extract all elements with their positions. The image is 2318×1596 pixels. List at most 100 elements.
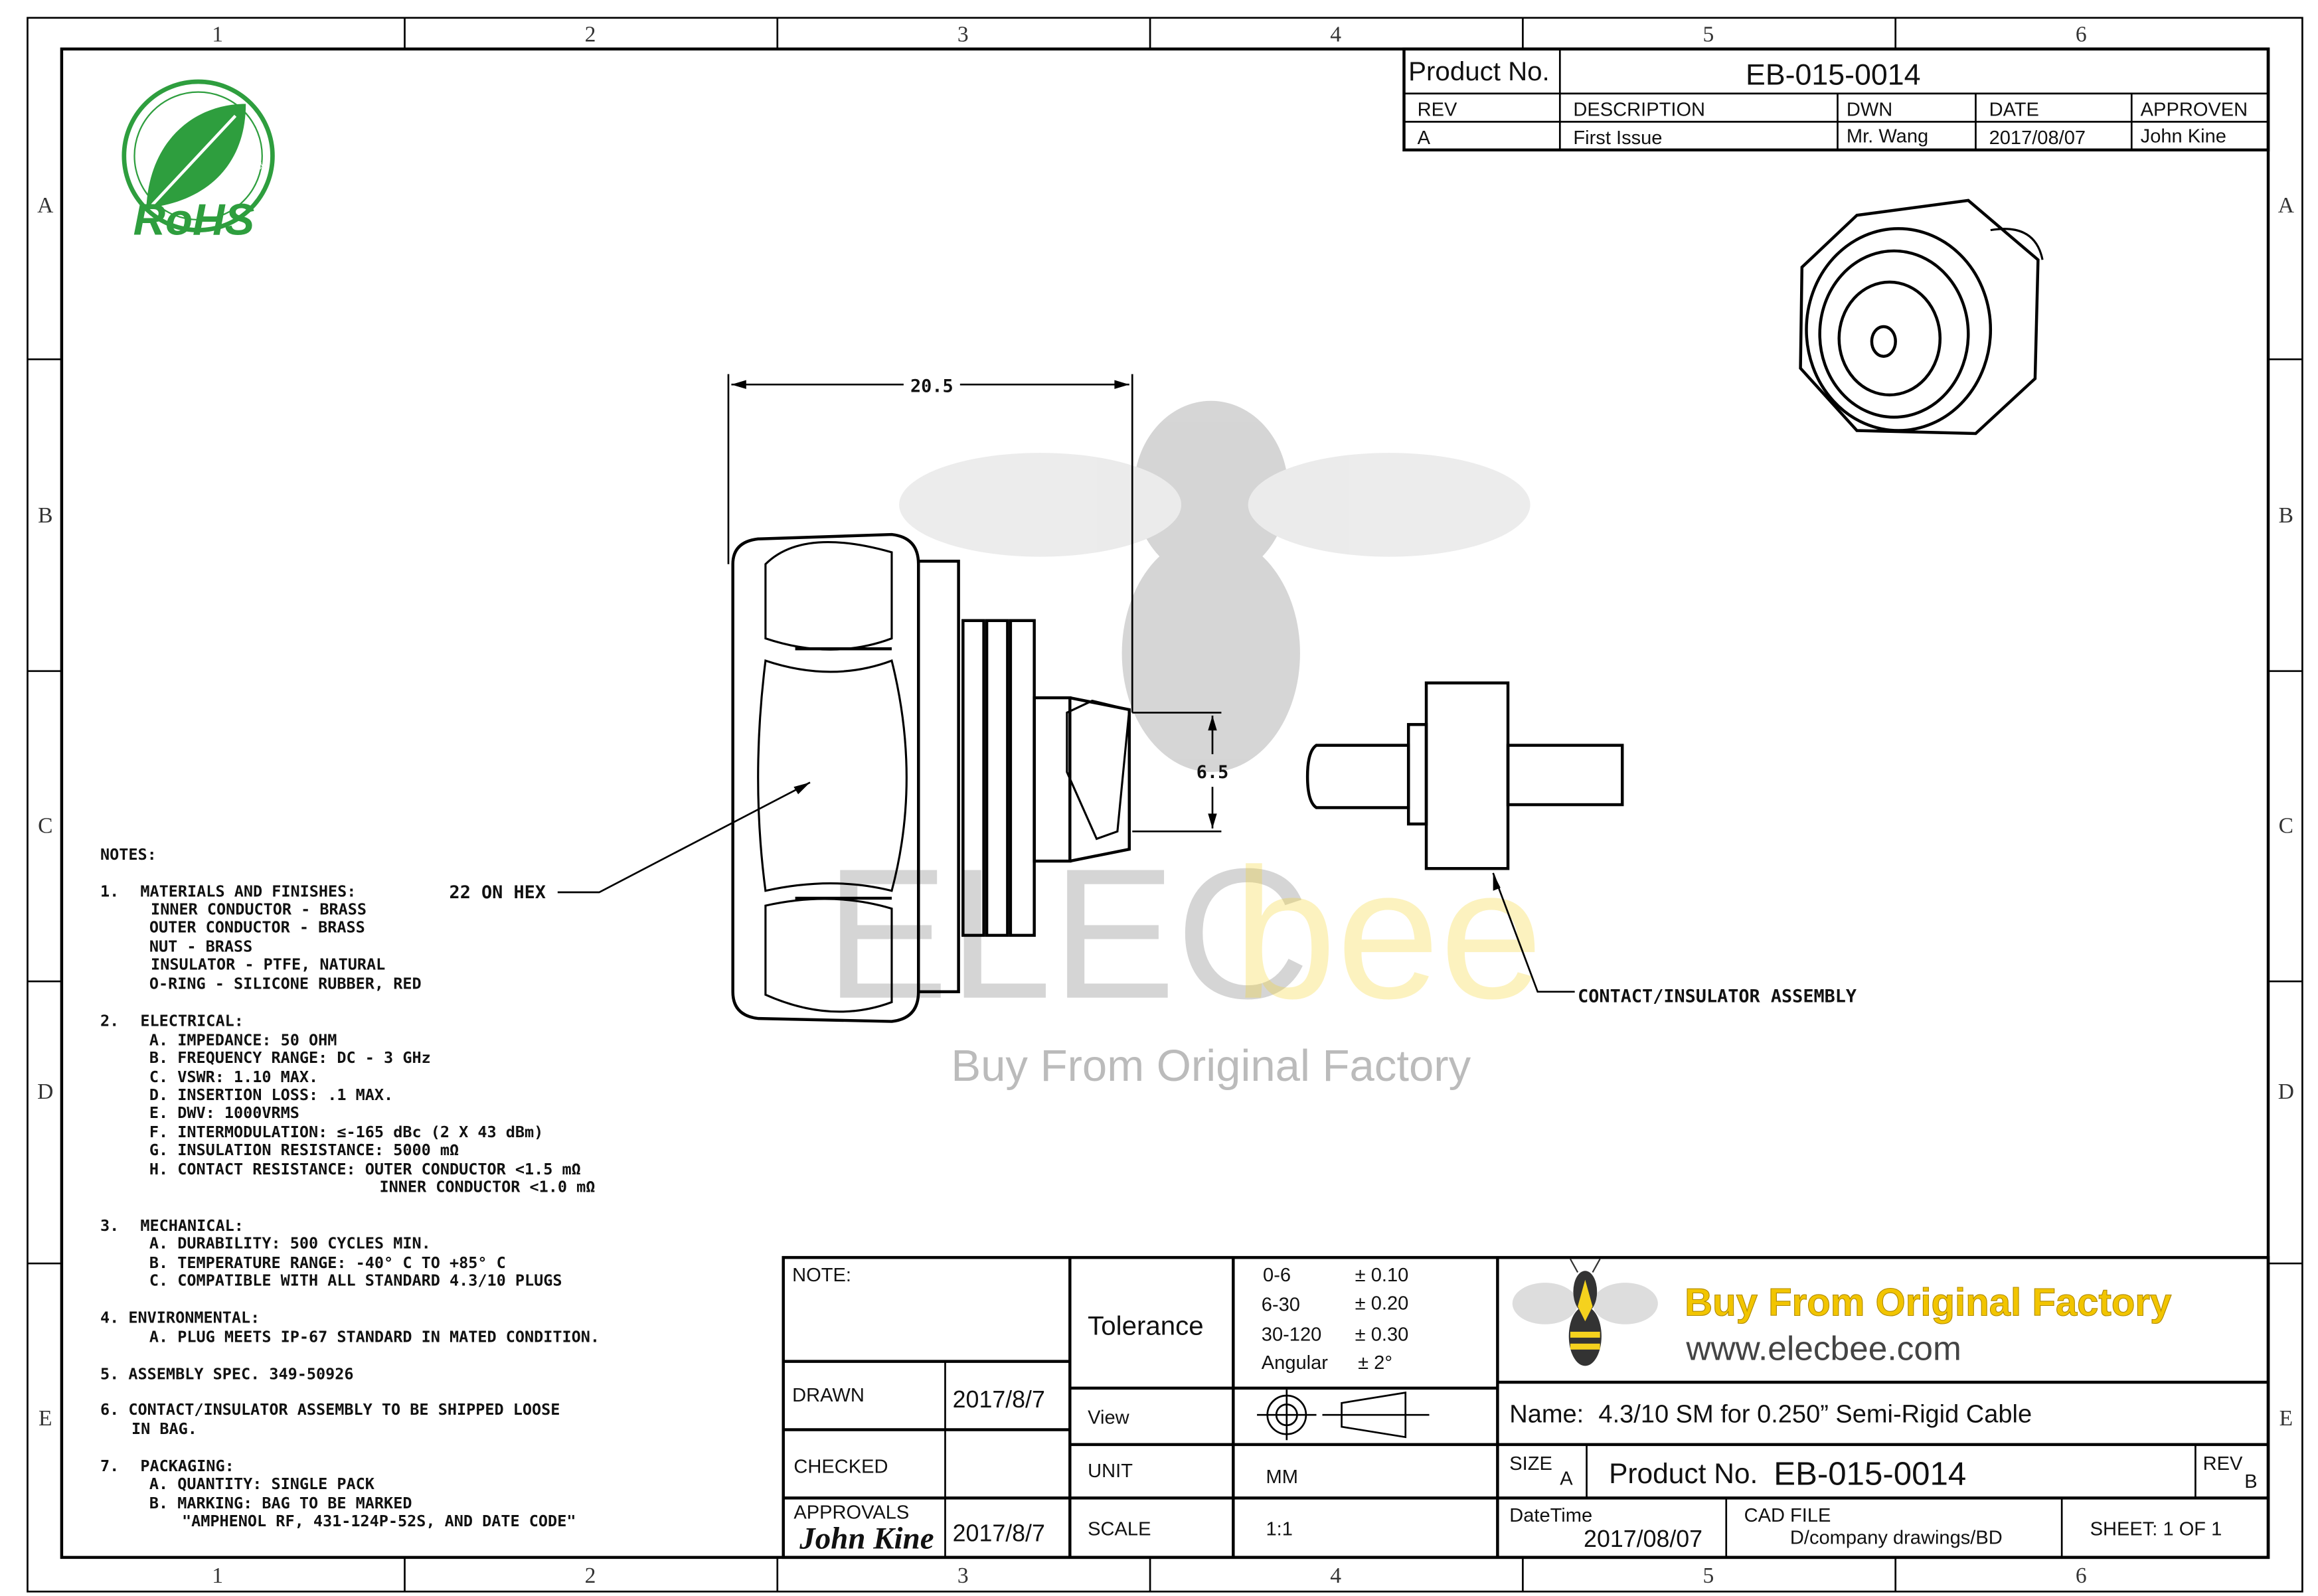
svg-text:7.: 7. bbox=[100, 1457, 119, 1475]
revision-table: Product No. EB-015-0014 REV DESCRIPTION … bbox=[1402, 47, 2270, 152]
svg-text:F. INTERMODULATION: ≤-165 dBc: F. INTERMODULATION: ≤-165 dBc (2 X 43 dB… bbox=[149, 1123, 543, 1141]
svg-text:PACKAGING:: PACKAGING: bbox=[140, 1457, 234, 1475]
svg-text:H. CONTACT RESISTANCE: OUTER C: H. CONTACT RESISTANCE: OUTER CONDUCTOR <… bbox=[149, 1160, 581, 1178]
rev-header: REV bbox=[1418, 99, 1457, 120]
svg-text:B. TEMPERATURE RANGE: -40° C: B. TEMPERATURE RANGE: -40° C TO +85° C bbox=[149, 1253, 506, 1272]
assembly-label: CONTACT/INSULATOR ASSEMBLY bbox=[1578, 986, 1857, 1006]
watermark-bee: bee bbox=[1233, 831, 1542, 1038]
description-header: DESCRIPTION bbox=[1573, 99, 1705, 120]
svg-text:G. INSULATION RESISTANCE: 5000: G. INSULATION RESISTANCE: 5000 mΩ bbox=[149, 1141, 459, 1159]
drawn-label: DRAWN bbox=[792, 1385, 865, 1406]
zone-col-3-bottom: 3 bbox=[957, 1563, 969, 1588]
rohs-logo: RoHS Green product bbox=[122, 79, 275, 244]
dimension-diameter: 6.5 bbox=[1197, 762, 1228, 783]
zone-row-d-right: D bbox=[2278, 1079, 2294, 1104]
zone-row-c-right: C bbox=[2279, 814, 2293, 838]
svg-text:2.: 2. bbox=[100, 1011, 119, 1030]
scale-value: 1:1 bbox=[1266, 1518, 1293, 1540]
svg-text:MATERIALS AND FINISHES:: MATERIALS AND FINISHES: bbox=[140, 882, 356, 901]
contact-insulator-assembly bbox=[1305, 681, 1624, 993]
rev-value: A bbox=[1418, 127, 1431, 149]
svg-text:NUT - BRASS: NUT - BRASS bbox=[149, 937, 252, 955]
unit-label: UNIT bbox=[1088, 1461, 1133, 1482]
svg-text:4. ENVIRONMENTAL:: 4. ENVIRONMENTAL: bbox=[100, 1309, 260, 1327]
zone-row-a-right: A bbox=[2278, 193, 2294, 218]
zone-col-5-bottom: 5 bbox=[1703, 1563, 1714, 1588]
tolerance-value: ± 0.20 bbox=[1355, 1293, 1409, 1314]
svg-text:O-RING - SILICONE RUBBER, RED: O-RING - SILICONE RUBBER, RED bbox=[149, 974, 422, 993]
svg-text:1.: 1. bbox=[100, 882, 119, 901]
sheet-info: SHEET: 1 OF 1 bbox=[2090, 1518, 2222, 1540]
approvals-label: APPROVALS bbox=[793, 1502, 909, 1524]
size-label: SIZE bbox=[1509, 1453, 1552, 1475]
svg-text:3.: 3. bbox=[100, 1216, 119, 1235]
tolerance-range: 0-6 bbox=[1263, 1265, 1291, 1286]
zone-col-4-bottom: 4 bbox=[1330, 1563, 1341, 1588]
tolerance-value: ± 0.30 bbox=[1355, 1324, 1409, 1345]
size-value: A bbox=[1560, 1468, 1573, 1489]
zone-col-1-bottom: 1 bbox=[212, 1563, 223, 1588]
svg-text:A. QUANTITY: SINGLE PACK: A. QUANTITY: SINGLE PACK bbox=[149, 1475, 375, 1493]
date-header: DATE bbox=[1989, 99, 2039, 120]
svg-text:B. FREQUENCY RANGE: DC - 3 GH: B. FREQUENCY RANGE: DC - 3 GHz bbox=[149, 1048, 431, 1067]
svg-text:A. PLUG MEETS IP-67 STANDARD I: A. PLUG MEETS IP-67 STANDARD IN MATED CO… bbox=[149, 1328, 600, 1346]
cad-file-label: CAD FILE bbox=[1744, 1505, 1831, 1526]
product-no-value: EB-015-0014 bbox=[1746, 58, 1921, 91]
zone-row-e: E bbox=[39, 1406, 52, 1431]
svg-text:MECHANICAL:: MECHANICAL: bbox=[140, 1216, 243, 1235]
svg-text:ELECTRICAL:: ELECTRICAL: bbox=[140, 1011, 243, 1030]
svg-text:E. DWV: 1000VRMS: E. DWV: 1000VRMS bbox=[149, 1103, 299, 1122]
zone-row-b-right: B bbox=[2279, 503, 2293, 528]
svg-text:RoHS: RoHS bbox=[133, 195, 255, 244]
svg-text:NOTES:: NOTES: bbox=[100, 845, 157, 864]
connector-side-view bbox=[557, 374, 1222, 1023]
svg-text:INNER CONDUCTOR - BRASS: INNER CONDUCTOR - BRASS bbox=[151, 900, 367, 919]
svg-text:IN BAG.: IN BAG. bbox=[131, 1419, 197, 1438]
date-value: 2017/08/07 bbox=[1989, 127, 2086, 149]
brand-url: www.elecbee.com bbox=[1685, 1328, 1961, 1367]
brand-tagline: Buy From Original Factory bbox=[1685, 1281, 2172, 1324]
svg-text:5. ASSEMBLY SPEC. 349-50926: 5. ASSEMBLY SPEC. 349-50926 bbox=[100, 1365, 354, 1384]
watermark: ELEC bbox=[825, 400, 1531, 1038]
approvals-date: 2017/8/7 bbox=[953, 1520, 1045, 1546]
tolerance-value: ± 0.10 bbox=[1355, 1265, 1409, 1286]
tolerance-range: 6-30 bbox=[1262, 1295, 1300, 1316]
datetime-label: DateTime bbox=[1509, 1505, 1592, 1526]
bee-logo-icon bbox=[1512, 1258, 1658, 1366]
dwn-header: DWN bbox=[1847, 99, 1892, 120]
drawn-date: 2017/8/7 bbox=[953, 1386, 1045, 1413]
checked-label: CHECKED bbox=[793, 1456, 888, 1477]
zone-row-a: A bbox=[37, 193, 53, 218]
approven-header: APPROVEN bbox=[2141, 99, 2248, 120]
svg-text:C. VSWR: 1.10 MAX.: C. VSWR: 1.10 MAX. bbox=[149, 1068, 318, 1086]
description-value: First Issue bbox=[1573, 127, 1662, 149]
zone-row-b: B bbox=[38, 503, 52, 528]
zone-col-2: 2 bbox=[585, 23, 596, 47]
product-no-label: Product No. bbox=[1408, 56, 1550, 86]
svg-text:B. MARKING: BAG TO BE MARKED: B. MARKING: BAG TO BE MARKED bbox=[149, 1494, 412, 1512]
rev-value-bottom: B bbox=[2244, 1471, 2257, 1492]
tolerance-range: 30-120 bbox=[1262, 1324, 1322, 1345]
svg-text:OUTER CONDUCTOR - BRASS: OUTER CONDUCTOR - BRASS bbox=[149, 918, 365, 936]
zone-col-3: 3 bbox=[957, 23, 969, 47]
notes: NOTES: 1. MATERIALS AND FINISHES: INNER C… bbox=[100, 845, 600, 1530]
zone-col-4: 4 bbox=[1330, 23, 1341, 47]
cad-file-value: D/company drawings/BD bbox=[1790, 1528, 2003, 1549]
hex-label: 22 ON HEX bbox=[450, 882, 546, 903]
svg-text:A. IMPEDANCE: 50 OHM: A. IMPEDANCE: 50 OHM bbox=[149, 1030, 337, 1049]
title-block: NOTE: DRAWN 2017/8/7 CHECKED APPROVALS J… bbox=[782, 1255, 2270, 1559]
product-no-label-bottom: Product No. bbox=[1609, 1459, 1758, 1490]
zone-col-6: 6 bbox=[2076, 23, 2087, 47]
approven-value: John Kine bbox=[2141, 126, 2226, 147]
name-value: 4.3/10 SM for 0.250” Semi-Rigid Cable bbox=[1598, 1400, 2032, 1428]
scale-label: SCALE bbox=[1088, 1518, 1151, 1540]
svg-text:C. COMPATIBLE WITH ALL STANDAR: C. COMPATIBLE WITH ALL STANDARD 4.3/10 P… bbox=[149, 1271, 562, 1290]
svg-text:"AMPHENOL RF, 431-124P-52S, AN: "AMPHENOL RF, 431-124P-52S, AND DATE COD… bbox=[182, 1512, 576, 1530]
view-label: View bbox=[1088, 1407, 1129, 1429]
zone-col-5: 5 bbox=[1703, 23, 1714, 47]
tolerance-label: Tolerance bbox=[1088, 1311, 1204, 1340]
approvals-signature: John Kine bbox=[799, 1521, 934, 1556]
zone-row-d: D bbox=[37, 1079, 53, 1104]
name-label: Name: bbox=[1509, 1400, 1584, 1428]
